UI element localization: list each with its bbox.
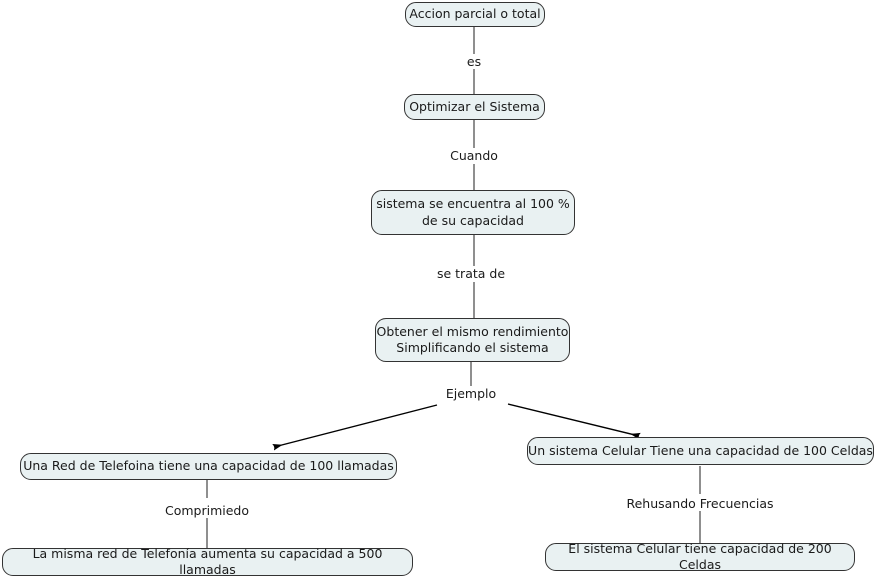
node-misma-red-500-llamadas[interactable]: La misma red de Telefonía aumenta su cap… (2, 545, 413, 578)
edge-label-ejemplo: Ejemplo (442, 386, 500, 401)
node-label: Optimizar el Sistema (409, 98, 540, 114)
node-obtener-mismo-rendimiento[interactable]: Obtener el mismo rendimiento Simplifican… (375, 318, 570, 362)
node-label: El sistema Celular tiene capacidad de 20… (568, 540, 832, 573)
node-label: La misma red de Telefonía aumenta su cap… (32, 545, 383, 578)
edge-label-es: es (463, 54, 485, 69)
edge-label-rehusando-frecuencias: Rehusando Frecuencias (623, 496, 777, 511)
node-sistema-celular-200-celdas[interactable]: El sistema Celular tiene capacidad de 20… (545, 540, 855, 573)
node-red-telefonia-100-llamadas[interactable]: Una Red de Telefoina tiene una capacidad… (20, 453, 397, 480)
node-label: Obtener el mismo rendimiento Simplifican… (376, 323, 569, 356)
node-sistema-100-capacidad[interactable]: sistema se encuentra al 100 % de su capa… (371, 190, 575, 235)
edge-ejemplo-n5 (272, 404, 438, 451)
node-optimizar-el-sistema[interactable]: Optimizar el Sistema (404, 94, 545, 120)
node-label: Una Red de Telefoina tiene una capacidad… (23, 458, 394, 474)
node-sistema-celular-100-celdas[interactable]: Un sistema Celular Tiene una capacidad d… (527, 437, 874, 465)
edge-label-comprimiedo: Comprimiedo (161, 503, 253, 518)
node-label: Accion parcial o total (409, 6, 541, 22)
edge-ejemplo-n6 (507, 403, 641, 440)
node-accion-parcial-o-total[interactable]: Accion parcial o total (405, 2, 545, 27)
node-label: sistema se encuentra al 100 % de su capa… (376, 196, 570, 228)
edge-label-se-trata-de: se trata de (433, 266, 509, 281)
node-label: Un sistema Celular Tiene una capacidad d… (528, 442, 873, 458)
edge-label-cuando: Cuando (447, 148, 501, 163)
